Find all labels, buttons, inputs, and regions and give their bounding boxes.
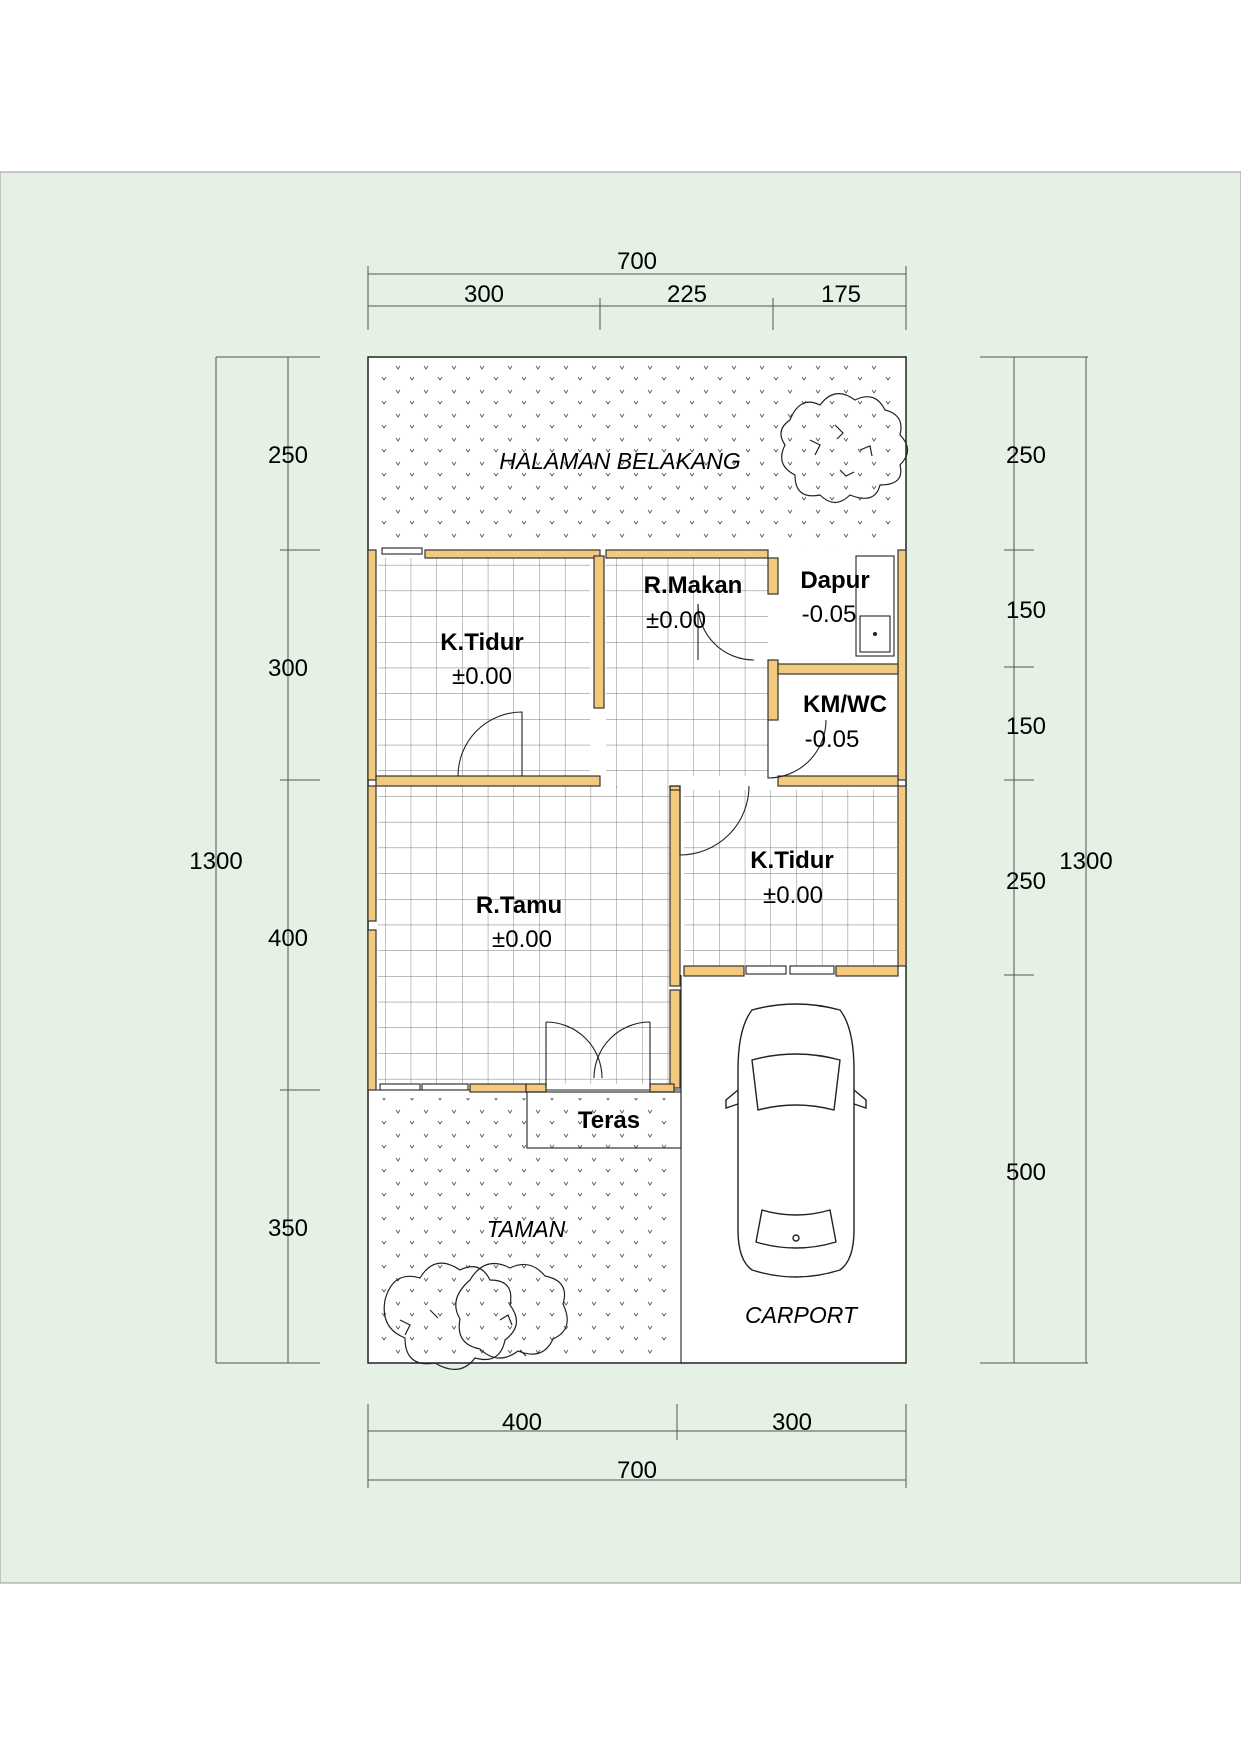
dim-left-seg-3: 400 xyxy=(268,925,308,952)
label-teras: Teras xyxy=(578,1107,640,1134)
car-icon xyxy=(725,1003,867,1278)
label-km-wc: KM/WC xyxy=(803,691,887,718)
dim-top-seg-3: 175 xyxy=(821,281,861,308)
backyard-grass xyxy=(378,362,898,545)
level-dapur: -0.05 xyxy=(802,601,857,628)
dim-top-seg-2: 225 xyxy=(667,281,707,308)
label-k-tidur-1: K.Tidur xyxy=(440,629,524,656)
dining-tiles xyxy=(606,558,768,776)
sink-icon xyxy=(855,555,895,657)
door-swing-icon xyxy=(457,603,827,1088)
room-labels: HALAMAN BELAKANG K.Tidur ±0.00 R.Makan ±… xyxy=(440,448,887,1328)
dim-left-seg-2: 300 xyxy=(268,655,308,682)
label-r-makan: R.Makan xyxy=(644,572,743,599)
dim-top-seg-1: 300 xyxy=(464,281,504,308)
windows xyxy=(379,547,835,1091)
label-dapur: Dapur xyxy=(800,567,869,594)
carport-area xyxy=(681,975,906,1363)
dim-bottom-total: 700 xyxy=(617,1457,657,1484)
teras-platform xyxy=(526,1091,682,1149)
level-k-tidur-1: ±0.00 xyxy=(452,663,512,690)
front-garden-grass xyxy=(378,1098,673,1356)
label-carport: CARPORT xyxy=(745,1302,859,1328)
living-tiles xyxy=(378,786,674,1084)
level-r-tamu: ±0.00 xyxy=(492,926,552,953)
dimension-labels: 700 300 225 175 1300 250 300 400 350 130… xyxy=(189,248,1112,1484)
label-k-tidur-2: K.Tidur xyxy=(750,847,834,874)
level-km-wc: -0.05 xyxy=(805,726,860,753)
dim-right-seg-4: 250 xyxy=(1006,868,1046,895)
label-taman: TAMAN xyxy=(487,1216,566,1242)
bedroom-1-tiles xyxy=(378,558,590,776)
dim-right-seg-3: 150 xyxy=(1006,713,1046,740)
dim-left-total: 1300 xyxy=(189,848,242,875)
dim-top-total: 700 xyxy=(617,248,657,275)
dim-right-total: 1300 xyxy=(1059,848,1112,875)
label-halaman-belakang: HALAMAN BELAKANG xyxy=(499,448,741,474)
dim-left-seg-1: 250 xyxy=(268,442,308,469)
dim-right-seg-2: 150 xyxy=(1006,597,1046,624)
label-r-tamu: R.Tamu xyxy=(476,892,562,919)
tree-icon xyxy=(383,1262,568,1370)
tree-icon xyxy=(780,393,909,504)
dim-left-seg-4: 350 xyxy=(268,1215,308,1242)
level-r-makan: ±0.00 xyxy=(646,607,706,634)
dining-corridor-tiles xyxy=(606,776,686,788)
dim-right-seg-1: 250 xyxy=(1006,442,1046,469)
dim-bottom-seg-1: 400 xyxy=(502,1409,542,1436)
walls xyxy=(367,549,907,1093)
level-k-tidur-2: ±0.00 xyxy=(763,882,823,909)
bedroom-2-tiles xyxy=(684,790,897,966)
dim-right-seg-5: 500 xyxy=(1006,1159,1046,1186)
dim-bottom-seg-2: 300 xyxy=(772,1409,812,1436)
dimension-lines xyxy=(215,266,1088,1488)
